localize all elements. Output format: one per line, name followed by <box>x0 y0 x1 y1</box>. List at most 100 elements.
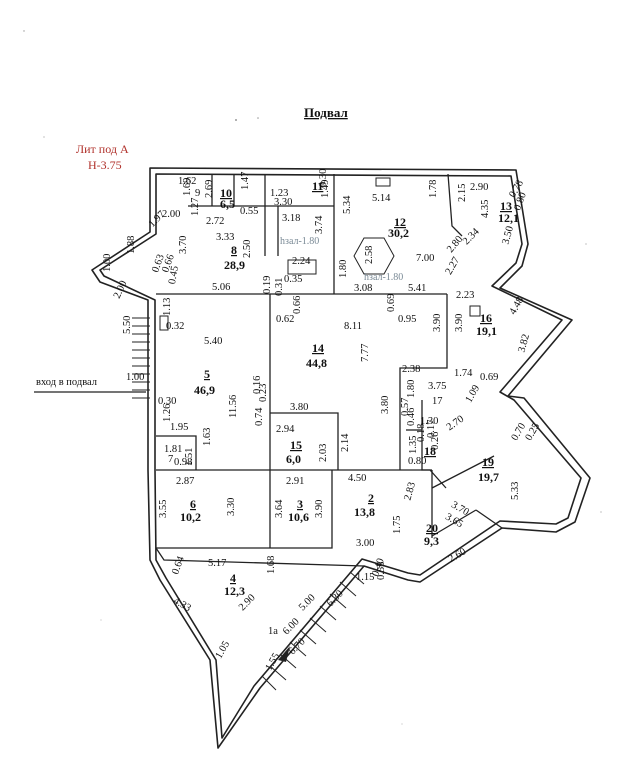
dim: 1.30 <box>420 416 438 427</box>
room-1a-number: 1а <box>268 626 278 637</box>
room-14-area: 44,8 <box>306 356 327 370</box>
dim: 2.91 <box>286 476 304 487</box>
room-20-number: 20 <box>426 521 438 535</box>
dim: 1.69 <box>182 178 193 196</box>
dim: 0.19 <box>262 276 273 294</box>
dim: 2.38 <box>402 364 420 375</box>
dim: 2.90 <box>470 182 488 193</box>
dim: 2.83 <box>403 481 418 502</box>
dim: 0.69 <box>386 294 397 312</box>
dim: 1.23 <box>270 188 288 199</box>
room-6-area: 10,2 <box>180 510 201 524</box>
room-5-area: 46,9 <box>194 383 215 397</box>
dim: 2.24 <box>292 256 311 267</box>
room-4-area: 12,3 <box>224 584 245 598</box>
dim: 1.63 <box>202 428 213 446</box>
dim: 2.00 <box>162 209 180 220</box>
dim: 0.98 <box>174 457 192 468</box>
dim: 0.30 <box>158 396 176 407</box>
dim: 3.08 <box>354 283 372 294</box>
dim: 3.00 <box>356 538 374 549</box>
dim: 5.34 <box>342 195 353 214</box>
dim: 3.80 <box>290 402 308 413</box>
room-19-area: 19,7 <box>478 470 499 484</box>
room-3-area: 10,6 <box>288 510 309 524</box>
room-17-number: 17 <box>432 396 443 407</box>
interior-walls <box>155 173 503 567</box>
dim: 6.70 <box>287 636 308 657</box>
dim: 8.11 <box>344 321 362 332</box>
column-hex <box>159 177 481 331</box>
dim: 5.06 <box>212 282 230 293</box>
dim: 1.47 <box>240 172 251 190</box>
room-3-number: 3 <box>297 497 303 511</box>
dim: 1.62 <box>178 176 196 187</box>
dim: 4.50 <box>348 473 366 484</box>
dim: 3.33 <box>216 232 234 243</box>
dim: 5.17 <box>208 558 226 569</box>
dim: 1.00 <box>102 254 113 272</box>
dim: 3.90 <box>454 314 465 332</box>
outer-walls <box>91 167 591 749</box>
room-2-area: 13,8 <box>354 505 375 519</box>
dim: 2.87 <box>176 476 194 487</box>
dim: 3.82 <box>517 333 532 354</box>
dim: 0.55 <box>376 562 387 580</box>
room-4-number: 4 <box>230 571 236 585</box>
dim: 2.23 <box>456 290 474 301</box>
dimension-labels: 1.62 1.69 2.00 1.97 1.27 2.69 1.47 2.72 … <box>102 169 542 673</box>
dim: 1.05 <box>214 639 233 660</box>
dim: 0.45 <box>167 265 181 285</box>
dim: 1.80 <box>406 380 417 398</box>
dim: 2.14 <box>340 433 351 452</box>
dim: 1.95 <box>170 422 188 433</box>
dim: 7.00 <box>416 253 434 264</box>
dim: 4.35 <box>480 200 491 218</box>
dim: 3.64 <box>274 499 285 518</box>
scan-noise <box>23 30 602 725</box>
dim: 1.81 <box>164 444 182 455</box>
dim: 1.15 <box>356 572 374 583</box>
page-title: Подвал <box>304 105 348 120</box>
dim: 3.30 <box>226 498 237 516</box>
dim: 2.69 <box>204 180 215 198</box>
room-14-number: 14 <box>312 341 324 355</box>
dim: 5.33 <box>510 482 521 500</box>
dim: 0.26 <box>430 432 441 450</box>
dim: 1.13 <box>162 298 173 316</box>
dim: 0.18 <box>416 424 427 442</box>
entrance-label: вход в подвал <box>36 377 97 388</box>
dim: 0.25 <box>524 421 543 442</box>
dim: 3.18 <box>282 213 300 224</box>
dim: 1.00 <box>126 372 144 383</box>
room-13-number: 13 <box>500 199 512 213</box>
dim: 0.17 <box>426 420 437 438</box>
dim: 2.15 <box>457 184 468 202</box>
room-19-number: 19 <box>482 455 494 469</box>
room-10-number: 10 <box>220 186 232 200</box>
dim: 0.64 <box>170 554 187 576</box>
room-10-area: 6,5 <box>220 197 235 211</box>
dim: 1.09 <box>464 383 483 404</box>
room-8-number: 8 <box>231 243 237 257</box>
room-8-area: 28,9 <box>224 258 245 272</box>
dim: 2.60 <box>447 546 468 565</box>
room-12-area: 30,2 <box>388 226 409 240</box>
dim: 0.32 <box>166 321 184 332</box>
dim: 1.49 <box>320 180 331 198</box>
room-16-number: 16 <box>480 311 492 325</box>
dim: 4.33 <box>171 596 192 615</box>
dim: 5.40 <box>204 336 222 347</box>
dim: 1.75 <box>392 516 403 534</box>
dim: 1.55 <box>264 651 283 672</box>
room-5-number: 5 <box>204 367 210 381</box>
room-9-number: 9 <box>195 188 200 199</box>
dim: 2.34 <box>461 226 482 247</box>
room-6-number: 6 <box>190 497 196 511</box>
dim: 0.57 <box>400 398 411 416</box>
dim: 11.56 <box>228 395 239 418</box>
level-mark-12: hзал-1.80 <box>364 272 403 283</box>
room-20-area: 9,3 <box>424 534 439 548</box>
dim: 2.50 <box>242 240 253 258</box>
